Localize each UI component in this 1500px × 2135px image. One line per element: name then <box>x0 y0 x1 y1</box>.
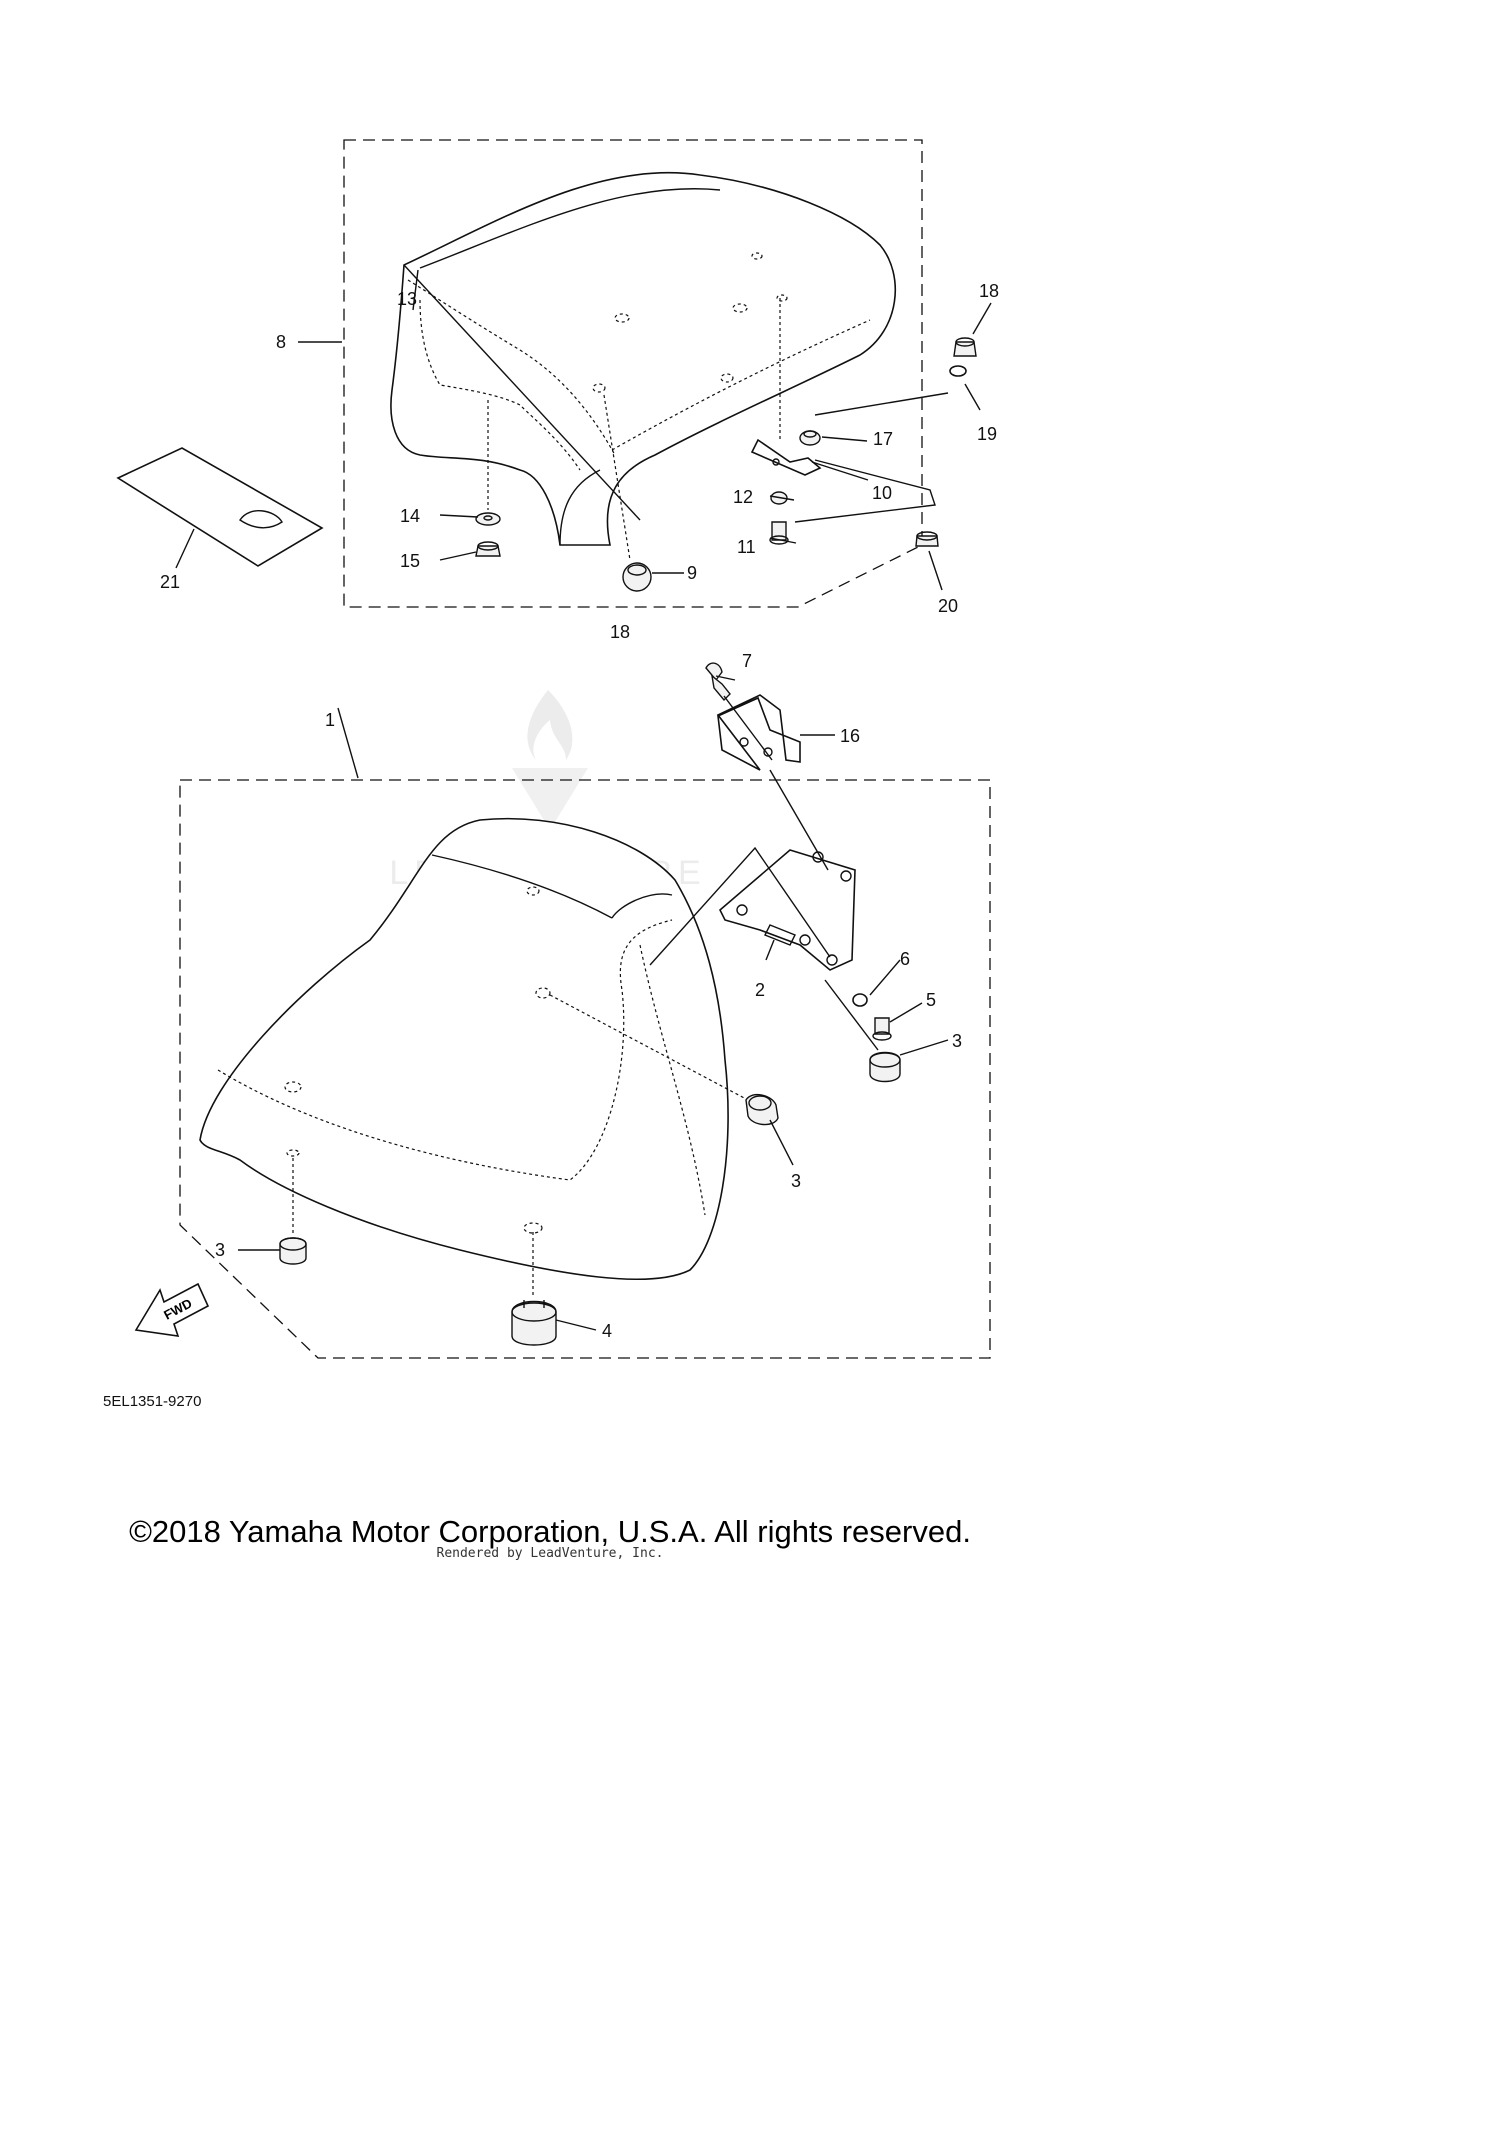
callout-15: 15 <box>400 551 420 571</box>
bolt-5 <box>872 1017 892 1041</box>
diagram-code: 5EL1351-9270 <box>103 1393 201 1410</box>
bracket-16 <box>716 694 801 771</box>
nut-15 <box>475 541 501 557</box>
assembly-line-2-3 <box>824 979 879 1051</box>
rear-seat <box>390 171 897 546</box>
bracket-10 <box>750 298 822 476</box>
nut-18 <box>953 337 977 357</box>
callout-13: 13 <box>397 289 417 309</box>
assembly-line-2 <box>649 846 831 966</box>
damper-3-right <box>869 1051 901 1083</box>
fwd-arrow: FWD <box>134 1282 210 1337</box>
callout-20: 20 <box>938 596 958 616</box>
callout-18-bottom: 18 <box>610 622 630 642</box>
damper-3-left <box>279 1237 307 1265</box>
callout-16: 16 <box>840 726 860 746</box>
damper-3-middle <box>745 1093 779 1126</box>
nut-20 <box>915 531 939 547</box>
damper-9 <box>603 394 652 592</box>
bolt-11 <box>769 521 789 545</box>
main-seat <box>199 817 749 1298</box>
callout-11: 11 <box>737 537 756 557</box>
assembly-line-7-16 <box>723 695 773 761</box>
callout-14: 14 <box>400 506 420 526</box>
callout-2: 2 <box>755 980 765 1000</box>
callout-12: 12 <box>733 487 753 507</box>
washer-19 <box>949 365 967 377</box>
rendered-by-notice: Rendered by LeadVenture, Inc. <box>436 1546 664 1561</box>
callout-1: 1 <box>325 710 335 730</box>
copyright-notice: ©2018 Yamaha Motor Corporation, U.S.A. A… <box>129 1514 971 1549</box>
bolt-7 <box>705 662 731 702</box>
bracket-2 <box>719 849 856 971</box>
collar-6 <box>852 993 868 1007</box>
callout-21: 21 <box>160 572 180 592</box>
callout-19: 19 <box>977 424 997 444</box>
callout-3-right: 3 <box>952 1031 962 1051</box>
assembly-line-10-20 <box>794 459 936 523</box>
grommet-17 <box>799 430 821 446</box>
callout-9: 9 <box>687 563 697 583</box>
parts-diagram: LEADVENTURE <box>103 139 999 1410</box>
callout-7: 7 <box>742 651 752 671</box>
callout-8: 8 <box>276 332 286 352</box>
callout-6-collar: 6 <box>900 949 910 969</box>
callout-3-left: 3 <box>215 1240 225 1260</box>
callout-4: 4 <box>602 1321 612 1341</box>
rear-seat-assembly-outline <box>343 139 923 608</box>
assembly-line-16-2 <box>769 769 829 871</box>
assembly-line-17-19 <box>814 392 949 416</box>
diagram-canvas: LEADVENTURE <box>103 139 999 1410</box>
callout-17: 17 <box>873 429 893 449</box>
washer-14 <box>475 400 501 526</box>
leader-lines <box>175 269 992 1331</box>
callout-18-top: 18 <box>979 281 999 301</box>
callout-5: 5 <box>926 990 936 1010</box>
callout-3-middle: 3 <box>791 1171 801 1191</box>
damper-4 <box>511 1300 557 1346</box>
seat-cover-21 <box>116 447 324 567</box>
seat-assembly-outline <box>179 779 991 1359</box>
callout-10: 10 <box>872 483 892 503</box>
